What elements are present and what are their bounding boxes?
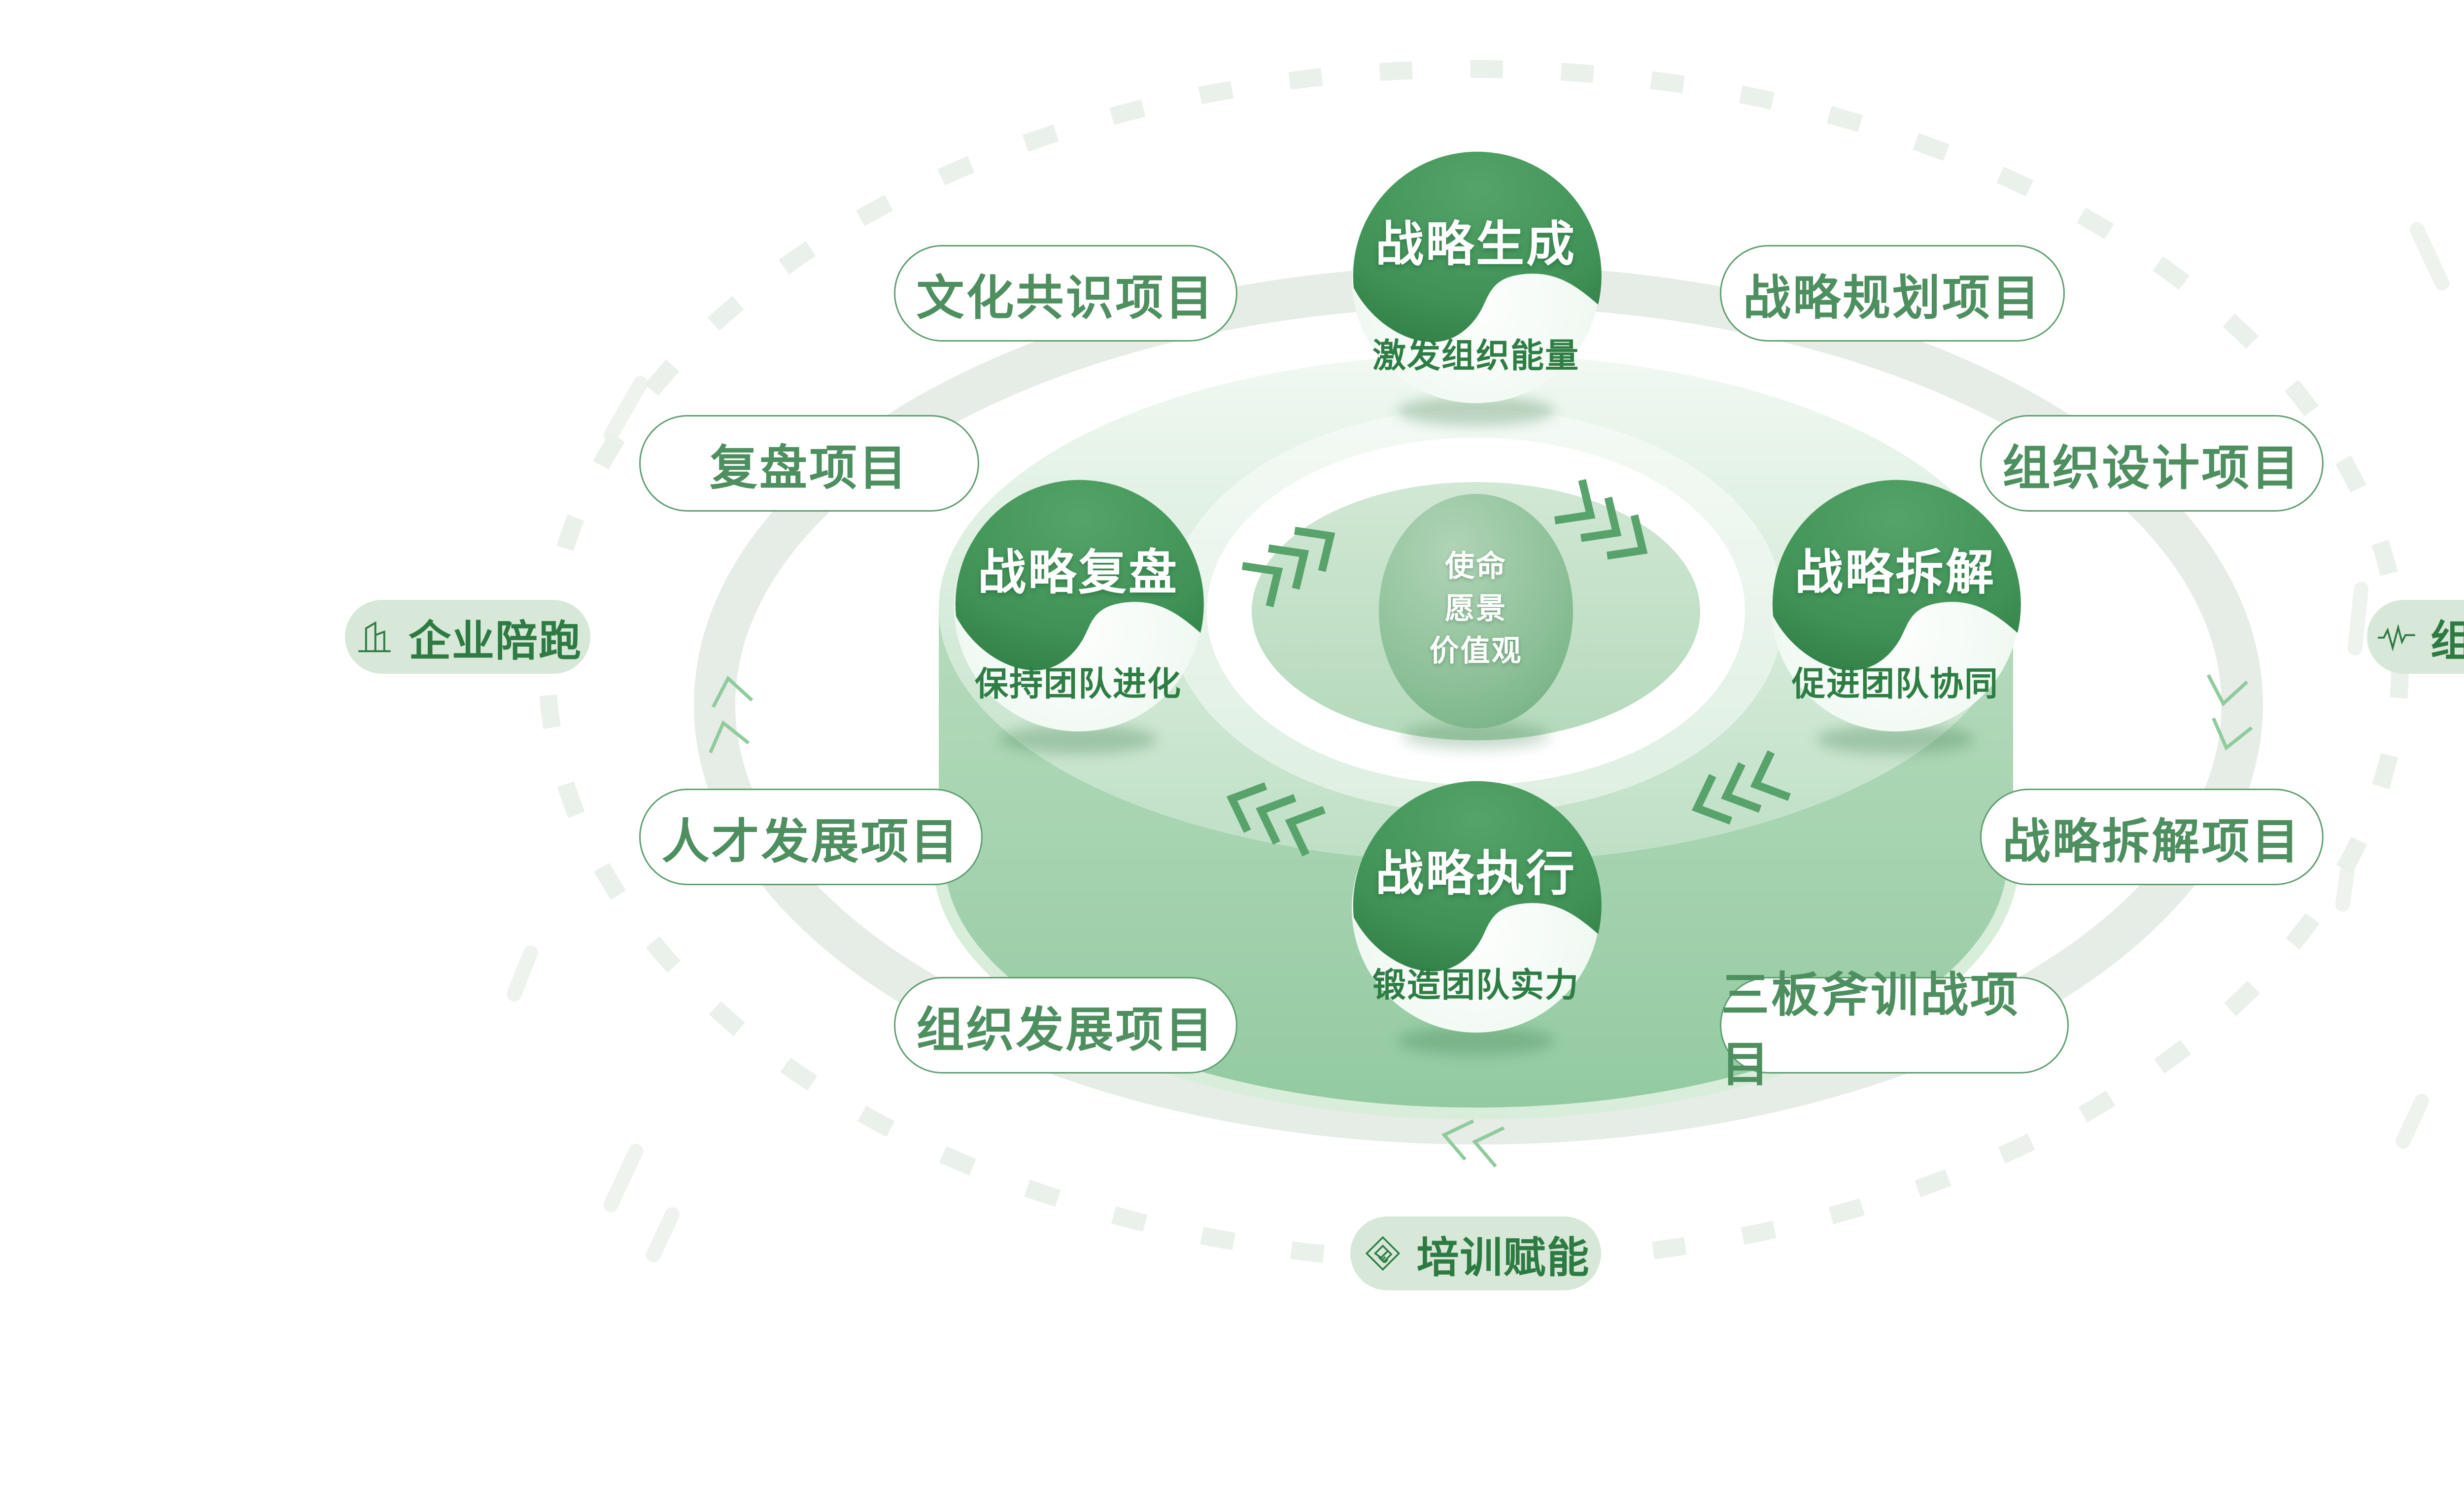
handshake-icon [1365, 1236, 1400, 1271]
sphere-title: 战略生成 [1375, 217, 1576, 271]
sphere-subtitle: 促进团队协同 [1791, 665, 1999, 703]
pill-label: 战略拆解项目 [2002, 814, 2301, 868]
pill-review: 复盘项目 [639, 415, 979, 512]
building-icon [358, 621, 391, 653]
badge-org-diagnosis: 组织诊断 [2367, 600, 2464, 674]
middle-ring-chevrons [709, 674, 2253, 1168]
sphere-subtitle: 锻造团队实力 [1372, 967, 1579, 1004]
pill-label: 文化共识项目 [916, 271, 1215, 325]
badge-enterprise-accompany: 企业陪跑 [345, 600, 590, 674]
pill-culture-consensus: 文化共识项目 [894, 245, 1237, 342]
badge-training-empower: 培训赋能 [1350, 1216, 1601, 1290]
pill-three-axes-training: 三板斧训战项目 [1720, 968, 2069, 1091]
egg-line: 价值观 [1429, 634, 1523, 667]
pill-strategy-decompose: 战略拆解项目 [1980, 789, 2324, 885]
pill-talent-development: 人才发展项目 [639, 789, 983, 885]
badge-label: 企业陪跑 [409, 617, 582, 665]
sphere-art [954, 480, 1204, 754]
sphere-strategy-review: 战略复盘 保持团队进化 [930, 459, 1226, 785]
egg-shadow [1402, 722, 1550, 749]
badge-label: 培训赋能 [1416, 1234, 1590, 1282]
pill-strategy-planning: 战略规划项目 [1720, 245, 2065, 342]
sphere-subtitle: 激发组织能量 [1372, 337, 1579, 375]
sphere-title: 战略复盘 [977, 545, 1179, 599]
pill-org-design: 组织设计项目 [1980, 415, 2324, 512]
egg-line: 愿景 [1445, 592, 1507, 625]
sphere-title: 战略拆解 [1794, 545, 1996, 599]
pill-label: 组织设计项目 [2002, 441, 2301, 495]
center-egg [1379, 494, 1573, 728]
sphere-art [1352, 781, 1602, 1055]
pulse-icon [2378, 624, 2415, 652]
egg-line: 使命 [1445, 550, 1507, 583]
inner-ring-chevrons [1226, 479, 1791, 857]
inner-white-ring [1207, 438, 1745, 785]
badge-label: 组织诊断 [2430, 617, 2464, 665]
sphere-art [1352, 151, 1602, 426]
sphere-title: 战略执行 [1375, 846, 1576, 901]
pill-label: 人才发展项目 [661, 814, 960, 868]
bg-streaks [507, 222, 2450, 1262]
sphere-art [1771, 480, 2021, 754]
sphere-strategy-execution: 战略执行 锻造团队实力 [1328, 761, 1624, 1086]
pill-label: 三板斧训战项目 [1721, 968, 2020, 1091]
sphere-strategy-generation: 战略生成 激发组织能量 [1328, 131, 1624, 456]
sphere-strategy-decompose: 战略拆解 促进团队协同 [1747, 459, 2043, 785]
mission-vision-values: 使命 愿景 价值观 [1377, 545, 1574, 672]
pill-org-development: 组织发展项目 [894, 977, 1237, 1074]
pill-label: 复盘项目 [710, 441, 909, 495]
pill-label: 组织发展项目 [916, 1003, 1215, 1057]
pill-label: 战略规划项目 [1743, 271, 2042, 325]
sphere-subtitle: 保持团队进化 [974, 665, 1182, 703]
